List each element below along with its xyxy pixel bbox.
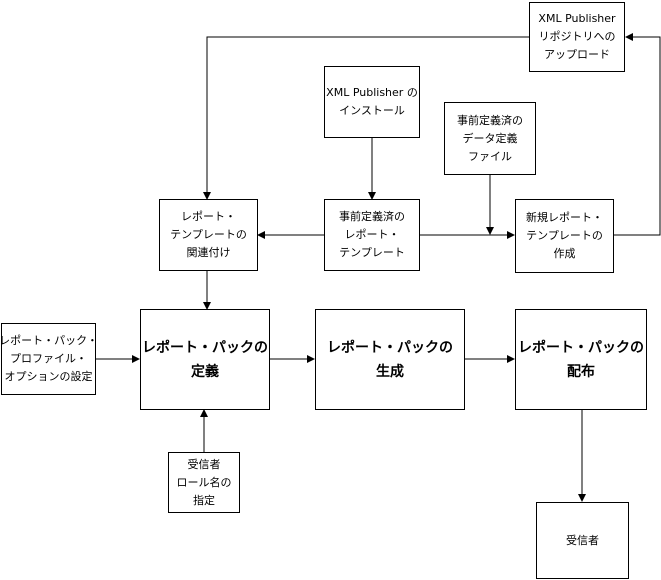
node-text-line: 作成	[553, 247, 576, 260]
node-text-line: プロファイル・	[10, 352, 87, 365]
node-text-line: 受信者	[566, 533, 599, 547]
node-text-line: 事前定義済の	[457, 113, 523, 127]
node-text-line: テンプレート	[339, 246, 405, 259]
node-text-line: レポート・パックの	[142, 339, 268, 356]
node-text-line: レポート・パック・	[0, 334, 98, 347]
node-text-line: 配布	[567, 363, 595, 380]
node-new-template: 新規レポート・テンプレートの作成	[515, 199, 614, 273]
node-text-line: レポート・	[181, 210, 236, 223]
node-text-line: テンプレートの	[170, 228, 247, 241]
node-pack-profile-options: レポート・パック・プロファイル・オプションの設定	[0, 323, 98, 395]
node-template-association: レポート・テンプレートの関連付け	[159, 199, 258, 271]
node-text-line: データ定義	[462, 131, 518, 145]
node-text-line: レポート・パックの	[327, 339, 453, 356]
arrow-new-to-upload	[614, 33, 661, 236]
node-text-line: XML Publisher の	[326, 86, 418, 99]
node-text-line: ロール名の	[176, 475, 232, 489]
node-text-line: レポート・	[344, 228, 400, 241]
node-predefined-template: 事前定義済のレポート・テンプレート	[324, 199, 420, 271]
arrow-upload-to-association	[203, 36, 529, 200]
node-text-line: ファイル	[468, 149, 512, 163]
node-text-line: 事前定義済の	[339, 210, 405, 223]
node-text-line: インストール	[339, 104, 405, 117]
node-text-line: 受信者	[187, 457, 221, 471]
node-text-line: オプションの設定	[4, 370, 93, 383]
node-xml-repo-upload: XML Publisher リポジトリへのアップロード	[529, 2, 625, 72]
node-recipient-role: 受信者ロール名の指定	[168, 452, 240, 513]
node-text-line: アップロード	[544, 48, 610, 61]
node-recipient: 受信者	[536, 502, 629, 579]
node-text-line: テンプレートの	[526, 229, 603, 242]
node-text-line: 生成	[376, 363, 404, 380]
node-text-line: 定義	[191, 363, 219, 380]
node-text-line: リポジトリへの	[538, 30, 616, 43]
node-xml-install: XML Publisher のインストール	[324, 66, 420, 138]
node-text-line: 新規レポート・	[526, 211, 603, 224]
node-distribute-pack: レポート・パックの配布	[515, 309, 647, 410]
node-text-line: 関連付け	[186, 246, 231, 259]
node-predefined-data-def: 事前定義済のデータ定義ファイル	[444, 102, 536, 175]
node-text-line: XML Publisher	[538, 12, 616, 25]
node-define-pack: レポート・パックの定義	[140, 309, 270, 410]
node-generate-pack: レポート・パックの生成	[315, 309, 465, 410]
node-text-line: 指定	[193, 493, 215, 507]
node-text-line: レポート・パックの	[518, 339, 644, 356]
